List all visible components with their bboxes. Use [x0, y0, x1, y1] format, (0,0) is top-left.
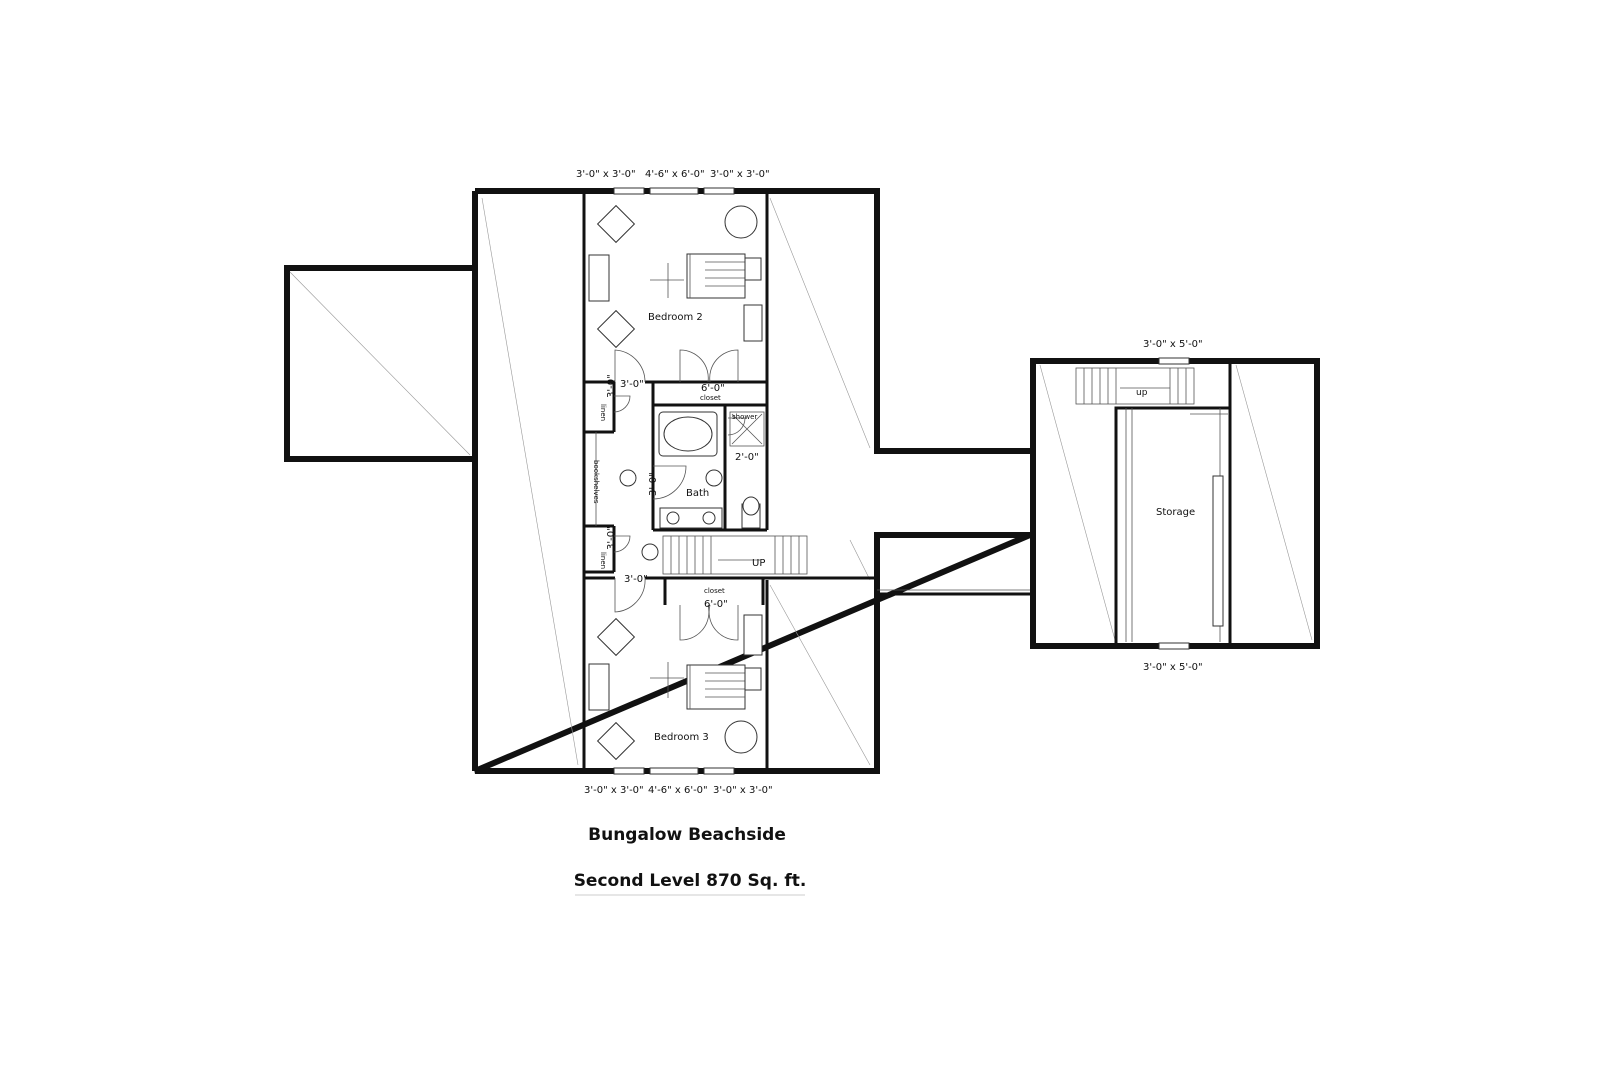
- room-label-shower: shower: [732, 413, 757, 421]
- door-label-linen-bottom: 3'-0": [606, 526, 617, 550]
- doors: [613, 349, 746, 641]
- room-label-bath: Bath: [686, 488, 709, 499]
- window-label-storage-top: 3'-0" x 5'-0": [1143, 339, 1203, 350]
- connector: [877, 589, 1030, 596]
- window-label-bottom-right: 3'-0" x 3'-0": [713, 785, 773, 796]
- main-windows: [613, 187, 735, 775]
- room-label-bedroom2: Bedroom 2: [648, 312, 703, 323]
- door-label-closet2: 6'-0": [701, 383, 725, 394]
- window-label-bottom-left: 3'-0" x 3'-0": [584, 785, 644, 796]
- stair-label-storage: up: [1136, 388, 1148, 398]
- door-label-closet3: 6'-0": [704, 599, 728, 610]
- door-label-linen-top: 3'-0": [606, 374, 617, 398]
- left-attic: [284, 265, 478, 462]
- room-label-closet-top: closet: [700, 394, 721, 402]
- plan-title: Bungalow Beachside: [588, 825, 786, 845]
- door-label-bed3: 3'-0": [624, 574, 648, 585]
- storage-block: [1030, 357, 1320, 650]
- door-label-shower: 2'-0": [735, 452, 759, 463]
- room-label-linen-bottom: linen: [599, 552, 607, 569]
- room-label-storage: Storage: [1156, 507, 1195, 518]
- storage-stair: [1075, 367, 1195, 405]
- door-label-bed2: 3'-0": [620, 379, 644, 390]
- plan-subtitle: Second Level 870 Sq. ft.: [574, 871, 807, 891]
- window-label-top-mid: 4'-6" x 6'-0": [645, 169, 705, 180]
- window-label-storage-bottom: 3'-0" x 5'-0": [1143, 662, 1203, 673]
- window-label-top-left: 3'-0" x 3'-0": [576, 169, 636, 180]
- stair-label-main: UP: [752, 558, 765, 569]
- room-label-linen-top: linen: [599, 404, 607, 421]
- door-label-bath: 3'-0": [648, 472, 659, 496]
- bath-fixtures: [595, 411, 765, 561]
- bedroom3-furniture: [588, 614, 763, 761]
- main-stair: [662, 535, 808, 575]
- room-label-bedroom3: Bedroom 3: [654, 732, 709, 743]
- window-label-bottom-mid: 4'-6" x 6'-0": [648, 785, 708, 796]
- window-label-top-right: 3'-0" x 3'-0": [710, 169, 770, 180]
- room-label-closet-bottom: closet: [704, 587, 725, 595]
- bedroom2-furniture: [588, 204, 763, 349]
- room-label-bookshelves: bookshelves: [592, 460, 600, 504]
- interior-walls: [582, 191, 877, 771]
